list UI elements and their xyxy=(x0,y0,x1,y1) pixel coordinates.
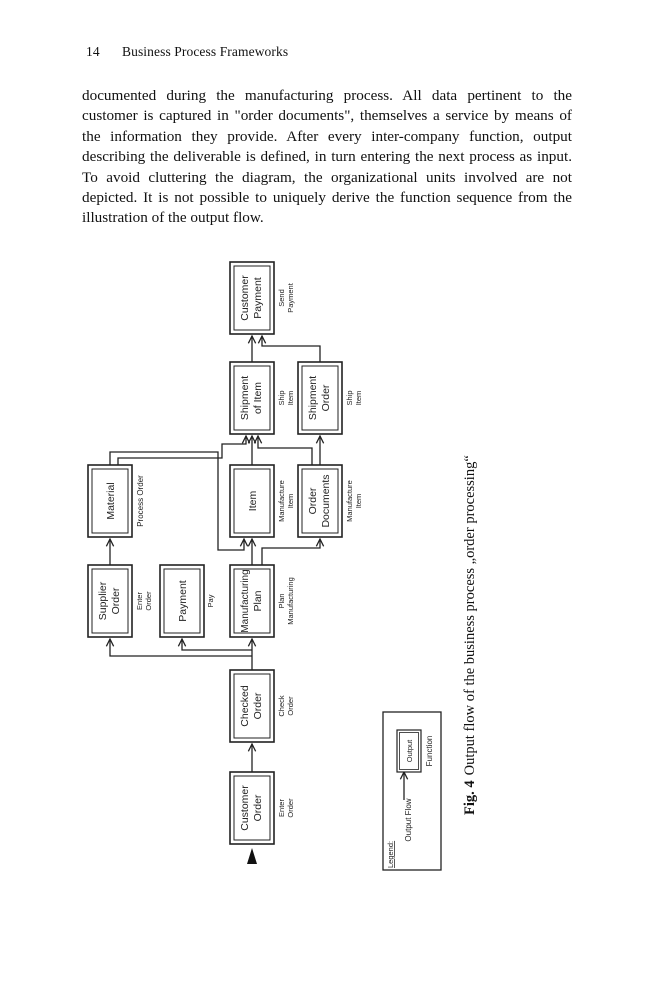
function-plan-manufacturing-1: Plan xyxy=(277,593,286,608)
output-box-customer-payment xyxy=(229,261,275,335)
label-payment: Payment xyxy=(177,580,189,622)
function-manufacture-item-b-2: Item xyxy=(354,494,363,509)
label-checked-order-2: Order xyxy=(252,692,264,719)
start-marker xyxy=(247,848,257,864)
function-pay: Pay xyxy=(206,594,215,607)
function-plan-manufacturing-2: Manufacturing xyxy=(286,577,295,625)
label-shipment-of-item-1: Shipment xyxy=(239,376,251,420)
page-number: 14 xyxy=(86,44,100,59)
function-enter-order-b-2: Order xyxy=(144,591,153,611)
label-manufacturing-plan-2: Plan xyxy=(252,590,264,611)
legend-output: Output xyxy=(405,739,414,762)
label-material: Material xyxy=(105,482,117,519)
legend-output-flow: Output Flow xyxy=(404,798,413,841)
output-box-order-documents xyxy=(297,464,343,538)
output-box-shipment-order xyxy=(297,361,343,435)
legend: Legend: Output Flow Output Function xyxy=(382,711,442,871)
label-checked-order-1: Checked xyxy=(239,685,251,727)
label-item: Item xyxy=(247,491,259,512)
body-paragraph: documented during the manufacturing proc… xyxy=(82,87,572,227)
caption-text: Output flow of the business process „ord… xyxy=(462,455,478,775)
label-shipment-order-2: Order xyxy=(320,384,332,411)
function-enter-order-a-2: Order xyxy=(286,798,295,818)
function-check-order-1: Check xyxy=(277,695,286,717)
function-ship-item-a-2: Item xyxy=(286,391,295,406)
label-supplier-order-1: Supplier xyxy=(97,581,109,620)
legend-output-box xyxy=(396,729,422,773)
function-manufacture-item-a-2: Item xyxy=(286,494,295,509)
svg-text:Fig. 4Output flow of the busin: Fig. 4 Output flow of the business proces… xyxy=(462,455,478,815)
function-manufacture-item-a-1: Manufacture xyxy=(277,480,286,522)
output-box-item xyxy=(229,464,275,538)
running-header-title: Business Process Frameworks xyxy=(122,44,289,59)
function-ship-item-a-1: Ship xyxy=(277,390,286,405)
flow-arrows xyxy=(110,336,320,772)
function-send-payment-1: Send xyxy=(277,289,286,307)
legend-title: Legend: xyxy=(386,841,395,868)
function-check-order-2: Order xyxy=(286,696,295,716)
output-box-payment xyxy=(159,564,205,638)
label-customer-order-1: Customer xyxy=(239,785,251,831)
function-manufacture-item-b-1: Manufacture xyxy=(345,480,354,522)
label-order-documents-1: Order xyxy=(307,487,319,514)
label-order-documents-2: Documents xyxy=(320,474,332,527)
function-process-order: Process Order xyxy=(136,475,145,527)
label-shipment-of-item-2: of Item xyxy=(252,382,264,414)
label-manufacturing-plan-1: Manufacturing xyxy=(240,569,251,632)
function-send-payment-2: Payment xyxy=(286,282,295,313)
function-ship-item-b-2: Item xyxy=(354,391,363,406)
label-supplier-order-2: Order xyxy=(110,587,122,614)
legend-function: Function xyxy=(425,736,434,767)
function-enter-order-b-1: Enter xyxy=(135,592,144,610)
running-header: 14 Business Process Frameworks xyxy=(86,44,288,60)
label-shipment-order-1: Shipment xyxy=(307,376,319,420)
output-box-material xyxy=(87,464,133,538)
function-ship-item-b-1: Ship xyxy=(345,390,354,405)
output-box-customer-order xyxy=(229,771,275,845)
caption-label: Fig. 4 xyxy=(462,780,478,815)
label-customer-order-2: Order xyxy=(252,794,264,821)
function-enter-order-a-1: Enter xyxy=(277,799,286,817)
label-customer-payment-2: Payment xyxy=(252,277,264,319)
label-customer-payment-1: Customer xyxy=(239,275,251,321)
output-box-manufacturing-plan xyxy=(229,564,275,638)
